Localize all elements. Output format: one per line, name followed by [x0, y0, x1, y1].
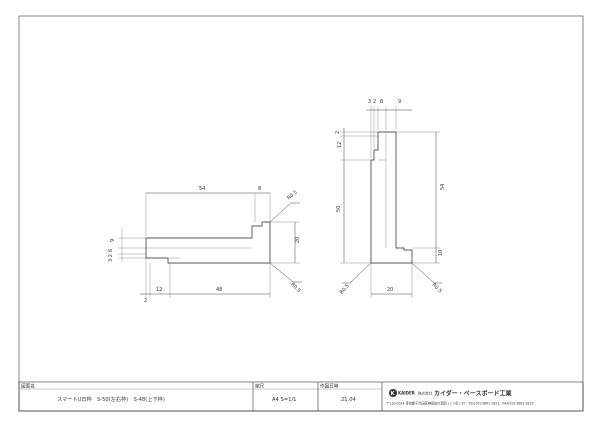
dim-s50-left-2: 2 — [335, 131, 341, 134]
dim-s48-2: 2 — [144, 298, 147, 304]
dim-s50-6: 6 — [380, 99, 383, 105]
dim-s50-9: 9 — [398, 99, 401, 105]
profile-s48-outline — [145, 221, 271, 264]
date-value: 21.04 — [341, 397, 357, 403]
dim-s50-10: 10 — [438, 250, 444, 256]
date-label: 作図日時 — [320, 383, 339, 390]
title-block: 図面名 スマートU日枠 S-50(左右枠) S-48(上下枠) 縮尺 A4 S=… — [18, 381, 584, 412]
company-address: 〒110-0024 東京都千代田区神田佐久間町 ( ﾋﾞﾙ名 ) 2F TEL(… — [386, 401, 534, 406]
scale-label: 縮尺 — [255, 383, 265, 390]
dim-s48-r-top: R0.5 — [286, 190, 299, 202]
dim-s48-6: 6 — [108, 249, 114, 252]
dim-s50-r-right: R0.5 — [430, 282, 442, 294]
company-logo-mark — [389, 389, 397, 397]
profile-s50: 3 2 6 9 2 12 50 54 10 R0.5 R0.5 20 — [335, 99, 446, 298]
profile-s50-outline — [370, 131, 413, 264]
company-name: カイダー・ベースボード工業 — [434, 390, 512, 398]
dim-s48-20: 20 — [295, 237, 301, 243]
profile-s48: 54 8 R0.5 9 6 3 2 20 R0.5 2 12 48 — [108, 186, 302, 304]
sheet-border — [18, 15, 584, 412]
dim-s50-12: 12 — [337, 142, 343, 148]
dim-s48-r-bottom: R0.5 — [289, 282, 301, 294]
dim-s50-54: 54 — [440, 184, 446, 190]
dim-s48-48: 48 — [216, 287, 222, 293]
profile-s50-inner — [378, 132, 387, 248]
company-prefix: 株式会社 — [418, 391, 433, 396]
dim-s48-12: 12 — [156, 287, 162, 293]
scale-value: A4 S=1/1 — [272, 397, 297, 403]
drawing-name-value: スマートU日枠 S-50(左右枠) S-48(上下枠) — [57, 395, 165, 403]
profile-s48-inner — [146, 247, 252, 259]
dim-s50-50: 50 — [336, 206, 342, 212]
company-logo-text: KAIDER — [398, 391, 415, 396]
dim-s48-32: 3 2 — [108, 254, 114, 262]
dim-s50-20: 20 — [387, 287, 393, 293]
dim-s50-3: 3 — [368, 99, 371, 105]
svg-text:K: K — [391, 391, 396, 397]
dim-s48-54: 54 — [199, 186, 205, 192]
dim-s48-8: 8 — [258, 186, 261, 192]
drawing-name-label: 図面名 — [21, 383, 35, 390]
dim-s50-2: 2 — [373, 99, 376, 105]
dim-s50-r-left: R0.5 — [339, 283, 351, 296]
dim-s48-9: 9 — [110, 239, 116, 242]
